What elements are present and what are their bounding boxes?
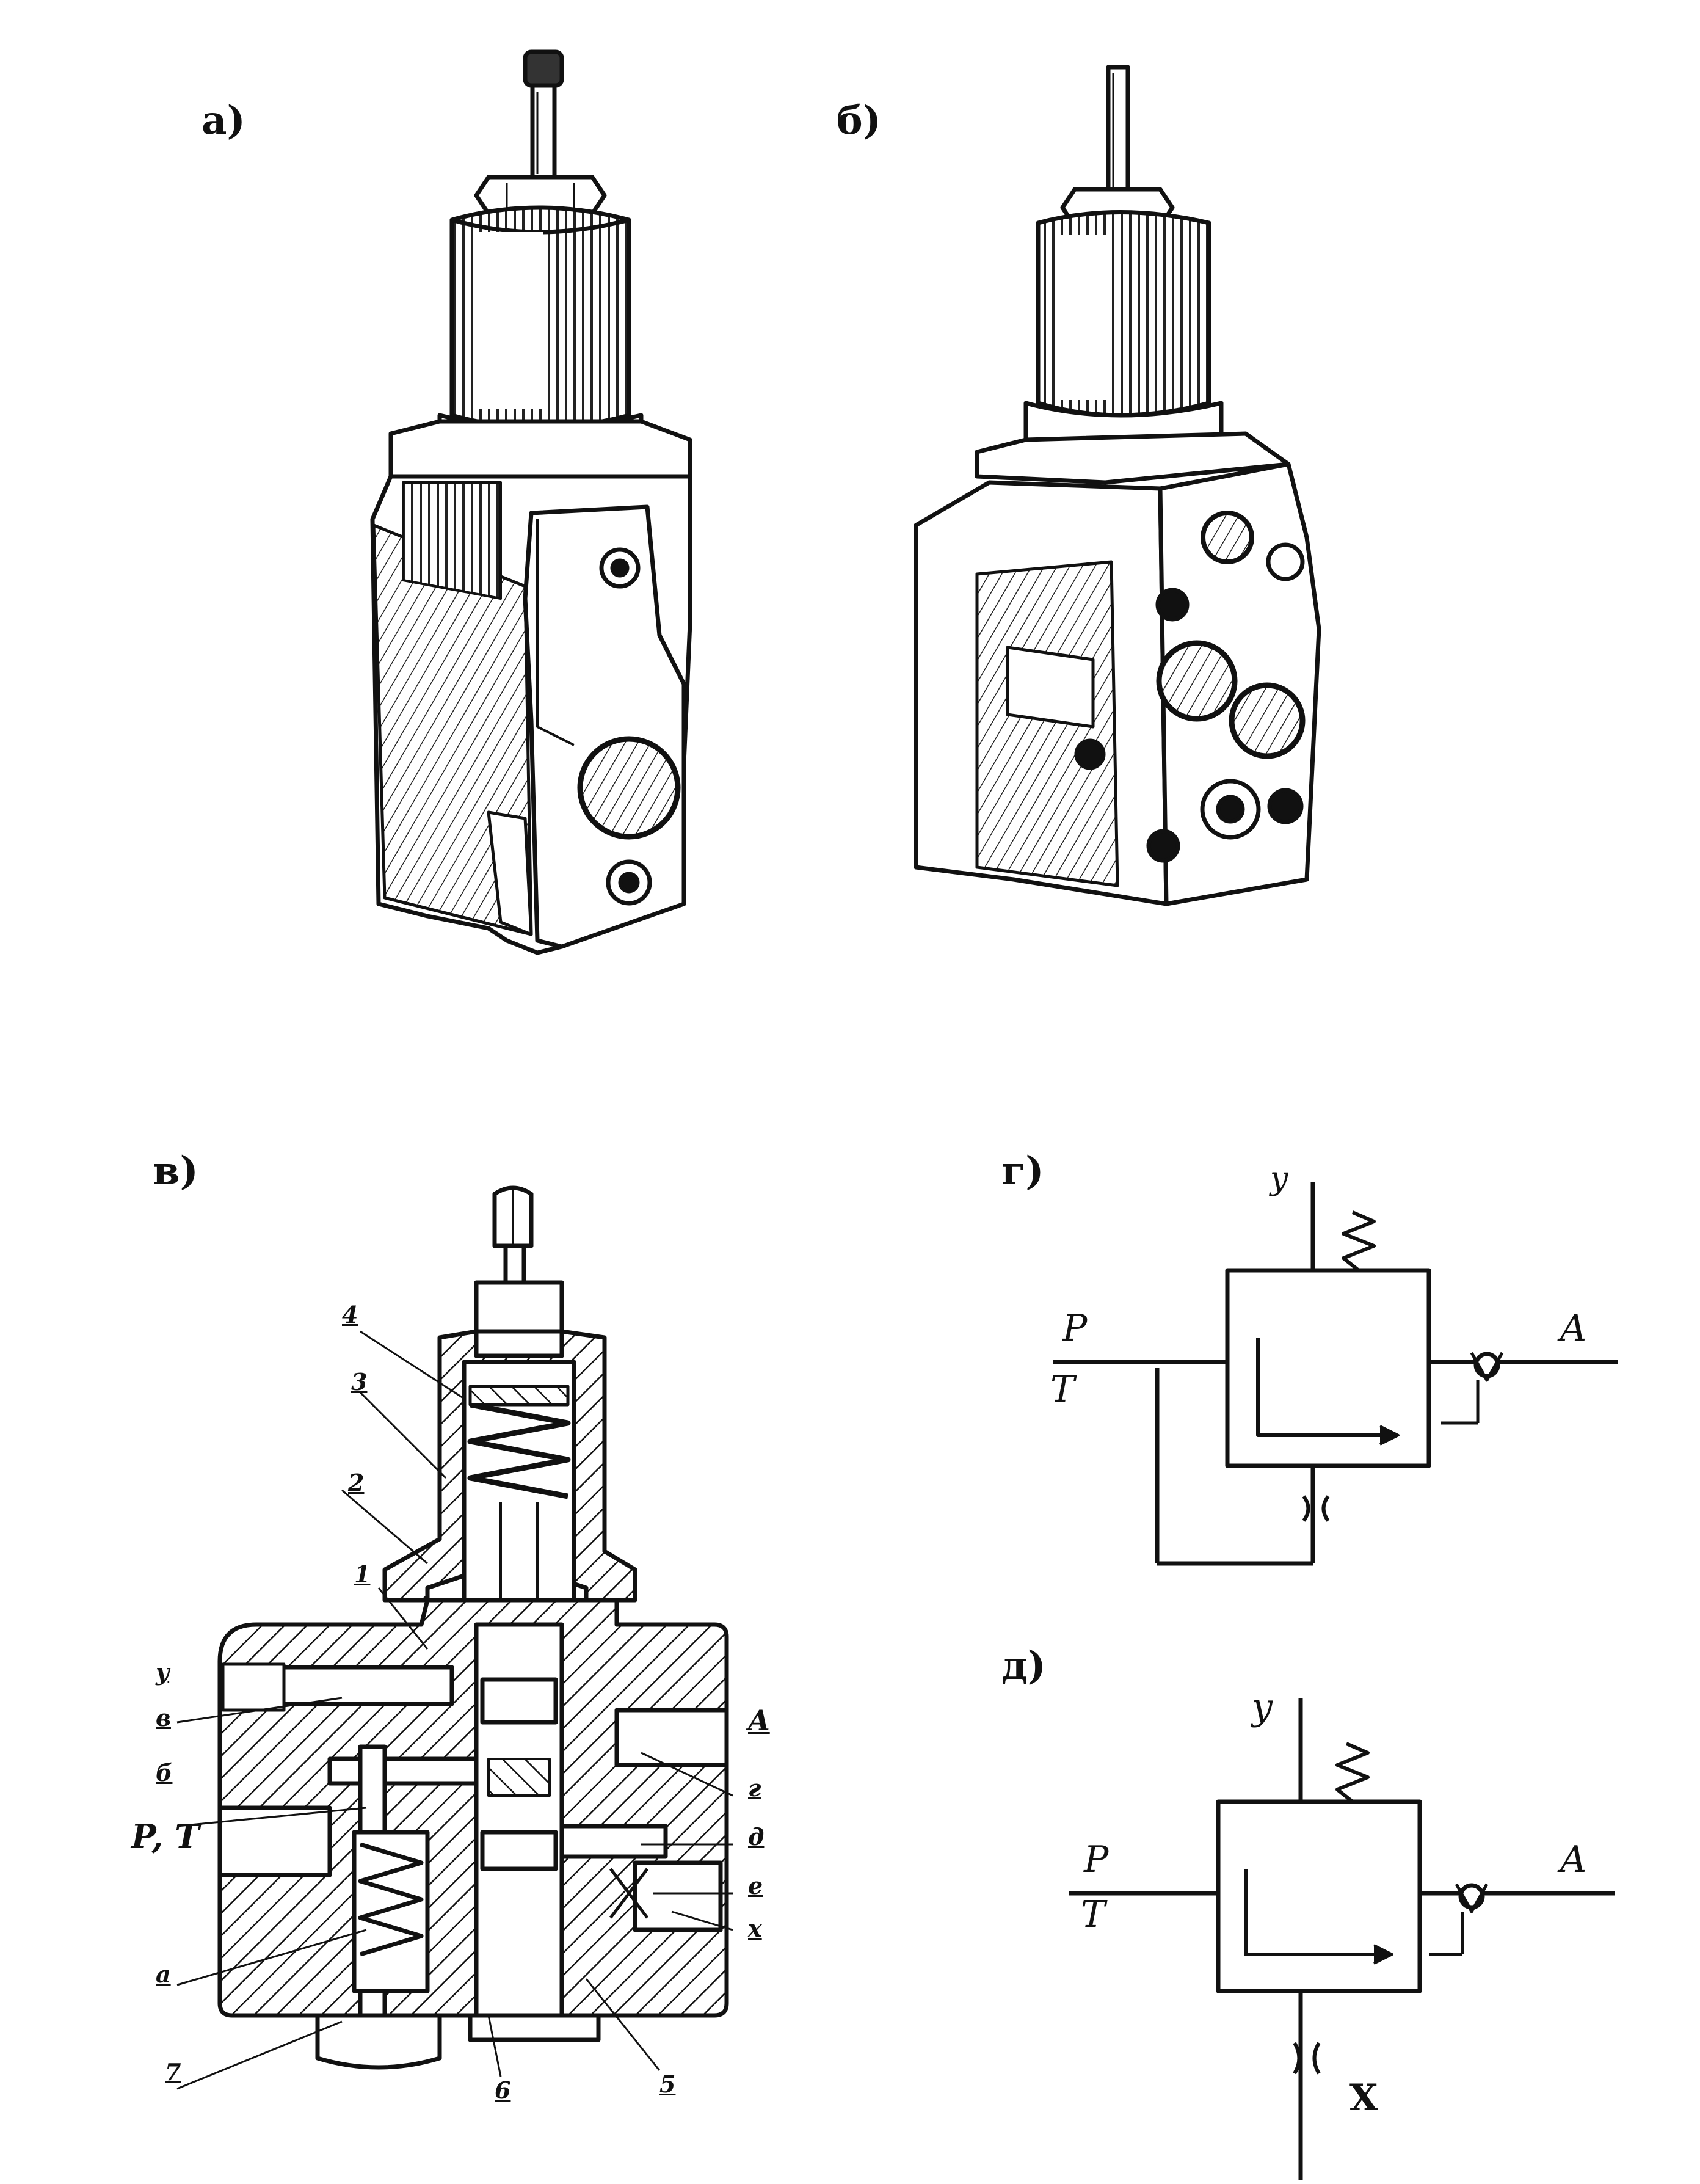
callout-5: 5 — [659, 2070, 676, 2098]
symbol-g-port-y: y — [1270, 1160, 1288, 1197]
callout-a: а — [156, 1960, 171, 1988]
callout-A: A — [748, 1704, 770, 1737]
panel-label-a: а) — [202, 98, 245, 144]
symbol-g — [1053, 1182, 1618, 1566]
symbol-d-port-t: T — [1081, 1893, 1106, 1936]
callout-6: 6 — [495, 2077, 511, 2104]
valve-section-v — [176, 1185, 733, 2090]
symbol-g-port-a: A — [1560, 1307, 1587, 1350]
panel-label-b: б) — [837, 98, 881, 144]
callout-e: е — [748, 1872, 763, 1899]
valve-view-a — [370, 49, 692, 955]
callout-d: д — [748, 1823, 765, 1851]
callout-v: в — [156, 1704, 171, 1731]
panel-label-g: г) — [1001, 1148, 1044, 1194]
callout-4: 4 — [342, 1301, 358, 1328]
panel-label-d: д) — [1001, 1643, 1046, 1689]
panel-label-v: в) — [153, 1148, 198, 1194]
callout-b: б — [156, 1759, 173, 1786]
callout-2: 2 — [348, 1469, 365, 1496]
callout-pt: P, T — [131, 1817, 200, 1856]
symbol-d-port-p: P — [1084, 1838, 1109, 1881]
symbol-g-port-t: T — [1050, 1368, 1075, 1411]
symbol-d-port-a: A — [1560, 1838, 1587, 1881]
valve-view-b — [914, 65, 1321, 906]
symbol-d-port-y: y — [1252, 1686, 1273, 1728]
symbol-d-port-x: X — [1349, 2077, 1378, 2119]
callout-7: 7 — [165, 2058, 181, 2086]
callout-y: y — [156, 1658, 170, 1686]
symbol-g-port-p: P — [1062, 1307, 1088, 1350]
symbol-d — [1069, 1698, 1615, 2180]
callout-x: x — [748, 1915, 762, 1942]
callout-g: г — [748, 1774, 761, 1802]
callout-3: 3 — [351, 1368, 368, 1396]
callout-1: 1 — [354, 1560, 371, 1588]
